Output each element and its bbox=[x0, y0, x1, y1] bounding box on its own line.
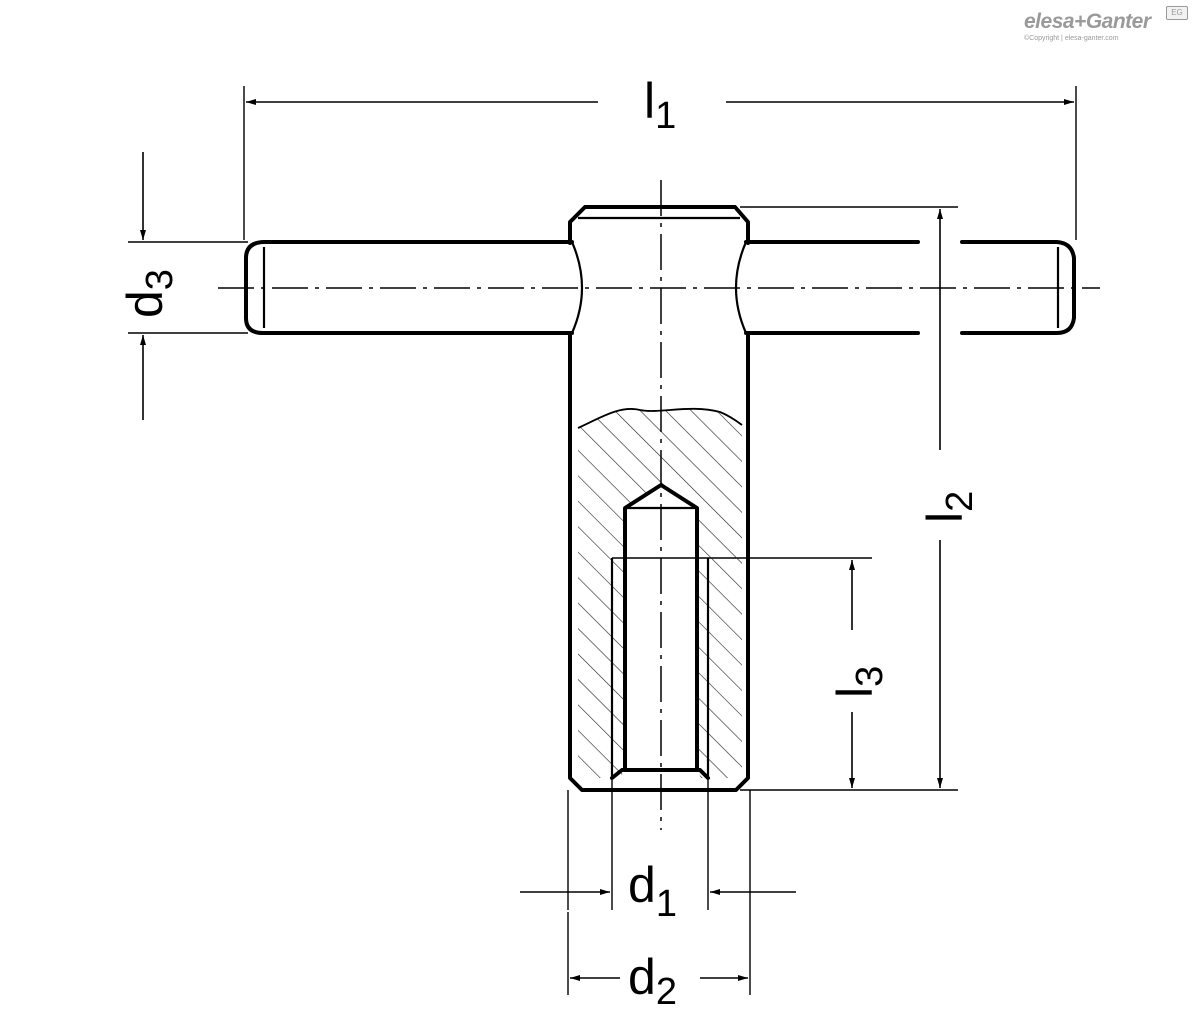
dim-label-l1: l1 bbox=[644, 73, 676, 137]
dim-label-l2: l2 bbox=[917, 491, 981, 523]
dim-label-d1: d1 bbox=[628, 857, 677, 925]
logo-brand-text: elesa+Ganter bbox=[1024, 10, 1151, 33]
logo-copyright: ©Copyright | elesa-ganter.com bbox=[1024, 35, 1119, 42]
brand-logo: elesa+Ganter EG ©Copyright | elesa-gante… bbox=[1002, 4, 1192, 48]
center-lines bbox=[218, 180, 1100, 830]
dimension-lines bbox=[140, 99, 1074, 981]
dim-label-d2: d2 bbox=[628, 949, 677, 1013]
dim-label-l3: l3 bbox=[827, 666, 891, 698]
logo-badge: EG bbox=[1166, 6, 1188, 20]
section-hatching bbox=[578, 408, 742, 778]
dim-label-d3: d3 bbox=[117, 269, 181, 318]
